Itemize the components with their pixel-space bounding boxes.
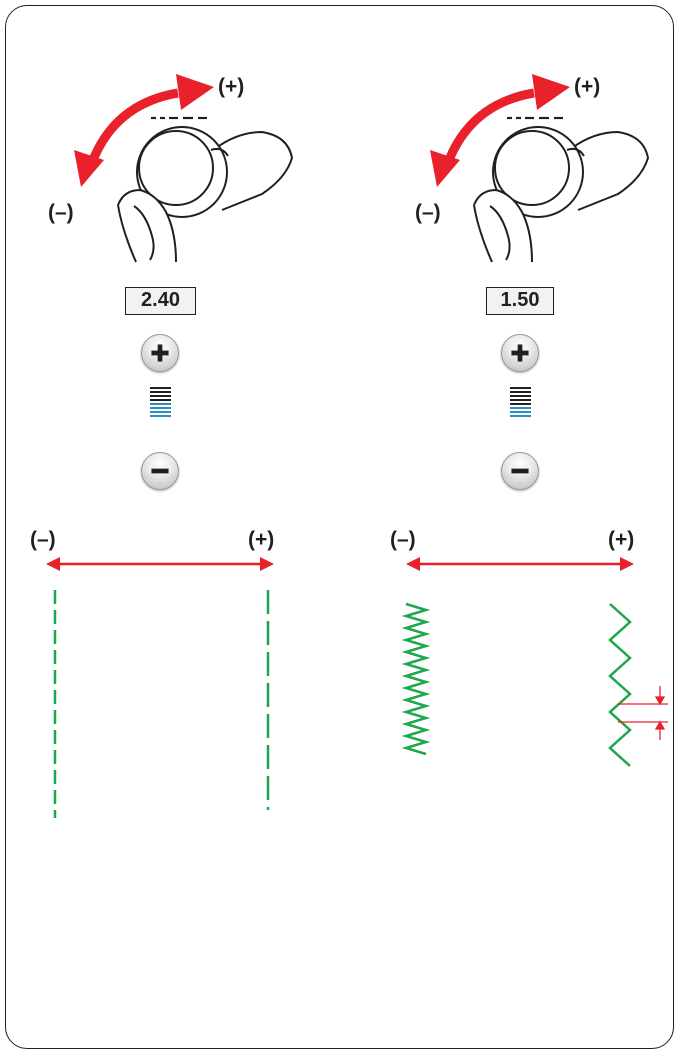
zigzag-stitch-dense — [401, 602, 431, 756]
level-bar-dark — [150, 395, 171, 397]
stitch-length-panel-right: (+) (–) 1.50 (–) (+) — [356, 0, 681, 1054]
level-bar-dark — [510, 387, 531, 389]
level-bar-dark — [150, 399, 171, 401]
stitch-level-icon — [510, 387, 531, 437]
level-bar-dark — [510, 403, 531, 405]
dial-plus-label: (+) — [574, 75, 601, 98]
level-bar-dark — [150, 387, 171, 389]
minus-icon — [511, 468, 529, 474]
dial-illustration-right — [430, 74, 650, 263]
level-bar-dark — [510, 395, 531, 397]
level-bar-blue — [510, 407, 531, 409]
dial-minus-label: (–) — [48, 201, 74, 224]
stitch-length-value: 1.50 — [486, 287, 554, 315]
page-frame — [5, 5, 674, 1049]
range-double-arrow-icon — [46, 557, 274, 571]
range-plus-label: (+) — [608, 528, 635, 551]
level-bar-blue — [510, 411, 531, 413]
range-double-arrow-icon — [406, 557, 634, 571]
decrease-button[interactable] — [501, 452, 539, 490]
minus-icon — [151, 468, 169, 474]
range-minus-label: (–) — [30, 528, 56, 551]
dial-illustration-left — [74, 74, 294, 263]
dial-rotation-arrow-icon — [74, 74, 214, 187]
level-bar-blue — [150, 415, 171, 417]
plus-icon — [151, 344, 169, 362]
level-bar-dark — [150, 391, 171, 393]
level-bar-blue — [510, 415, 531, 417]
range-minus-label: (–) — [390, 528, 416, 551]
stitch-level-icon — [150, 387, 171, 417]
stitch-length-value: 2.40 — [125, 287, 196, 315]
level-bar-dark — [510, 399, 531, 401]
dial-knob-icon — [473, 126, 650, 263]
level-bar-blue — [150, 411, 171, 413]
stitch-range-diagram-left — [46, 557, 274, 818]
stitch-length-panel-left: (+) (–) 2.40 (–) (+) — [0, 0, 340, 1054]
level-bar-blue — [150, 407, 171, 409]
stitch-range-diagram-right — [401, 557, 668, 767]
zigzag-stitch-open — [608, 603, 632, 767]
dial-plus-label: (+) — [218, 75, 245, 98]
level-bar-dark — [510, 391, 531, 393]
increase-button[interactable] — [501, 334, 539, 372]
plus-icon — [511, 344, 529, 362]
decrease-button[interactable] — [141, 452, 179, 490]
increase-button[interactable] — [141, 334, 179, 372]
dial-knob-icon — [117, 126, 294, 263]
stitch-pitch-marker-icon — [618, 686, 668, 740]
level-bar-blue — [150, 403, 171, 405]
range-plus-label: (+) — [248, 528, 275, 551]
dial-rotation-arrow-icon — [430, 74, 570, 187]
dial-minus-label: (–) — [415, 201, 441, 224]
